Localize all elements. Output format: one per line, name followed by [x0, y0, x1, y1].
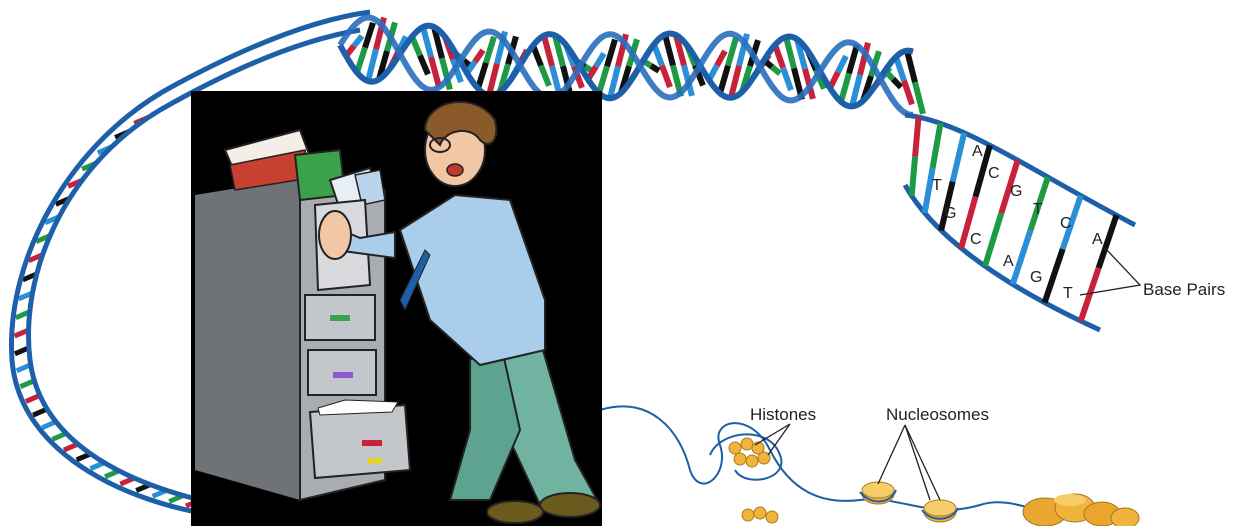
helix-base-rung — [720, 66, 728, 94]
ladder-rung-top-half — [933, 123, 941, 168]
base-letter-bottom: A — [1003, 253, 1014, 270]
filing-cabinet-clipart — [191, 91, 602, 526]
histone-cluster-lower — [742, 507, 778, 523]
helix-base-rung — [478, 63, 486, 89]
base-letter-top: T — [1033, 201, 1043, 218]
helix-base-rung — [896, 57, 904, 81]
helix-base-rung — [599, 66, 607, 93]
helix-base-rung — [786, 37, 794, 68]
histone-cluster — [729, 438, 770, 467]
helix-base-rung — [841, 73, 849, 102]
chromatin-fibre — [600, 406, 1080, 520]
base-letters-bottom: GCAGT — [944, 205, 1073, 302]
base-pairs-label: Base Pairs — [1143, 280, 1225, 299]
helix-base-rung — [662, 66, 670, 87]
helix-base-rung — [665, 35, 673, 66]
histones-label: Histones — [750, 405, 816, 424]
ladder-rung-bottom-half — [1045, 249, 1063, 303]
helix-base-rung — [544, 36, 552, 66]
dna-loop-base-rungs — [15, 117, 200, 506]
helix-base-rung — [357, 48, 365, 73]
base-letter-bottom: G — [1030, 269, 1042, 286]
helix-base-rung — [728, 38, 736, 66]
base-letter-bottom: T — [1063, 285, 1073, 302]
helix-base-rung — [431, 57, 439, 87]
helix-base-rung — [915, 82, 923, 114]
helix-base-rung — [651, 66, 659, 71]
helix-base-rung — [904, 81, 912, 105]
helix-base-rung — [838, 56, 846, 72]
base-letter-top: T — [932, 177, 942, 194]
condensed-chromatin — [1023, 494, 1139, 526]
filing-cabinet — [195, 178, 410, 500]
helix-base-rung — [907, 51, 915, 83]
helix-base-rung — [772, 67, 780, 74]
helix-base-rung — [365, 23, 373, 48]
helix-base-rung — [489, 63, 497, 95]
helix-base-rung — [541, 66, 549, 86]
base-letter-top: C — [1060, 215, 1072, 232]
nucleosomes-label: Nucleosomes — [886, 405, 989, 424]
helix-base-rung — [475, 50, 483, 61]
helix-base-rung — [783, 68, 791, 91]
nucleosome-2 — [922, 500, 958, 522]
helix-base-rung — [596, 53, 604, 66]
helix-base-rung — [893, 79, 901, 87]
base-letter-top: G — [1010, 183, 1022, 200]
base-letter-bottom: C — [970, 231, 982, 248]
helix-base-rung — [423, 27, 431, 57]
helix-base-rung — [717, 51, 725, 66]
helix-base-rung — [354, 36, 362, 46]
ladder-rung-top-half — [953, 133, 965, 182]
nucleosome-1 — [860, 482, 896, 504]
ladder-rung-bottom-half — [985, 213, 1001, 266]
ladder-rung-bottom-half — [1013, 231, 1031, 285]
helix-base-rung — [368, 49, 376, 81]
ladder-rungs — [912, 117, 1117, 321]
helix-base-rung — [849, 45, 857, 74]
base-letter-bottom: G — [944, 205, 956, 222]
ladder-rung-bottom-half — [912, 156, 915, 195]
dna-ladder — [905, 115, 1135, 330]
base-letter-top: A — [972, 143, 983, 160]
base-letter-top: A — [1092, 231, 1103, 248]
helix-base-rung — [607, 40, 615, 67]
helix-base-rung — [420, 56, 428, 75]
helix-base-rung — [486, 37, 494, 63]
helix-base-rung — [775, 45, 783, 68]
ladder-rung-top-half — [915, 117, 918, 156]
base-letter-top: C — [988, 165, 1000, 182]
